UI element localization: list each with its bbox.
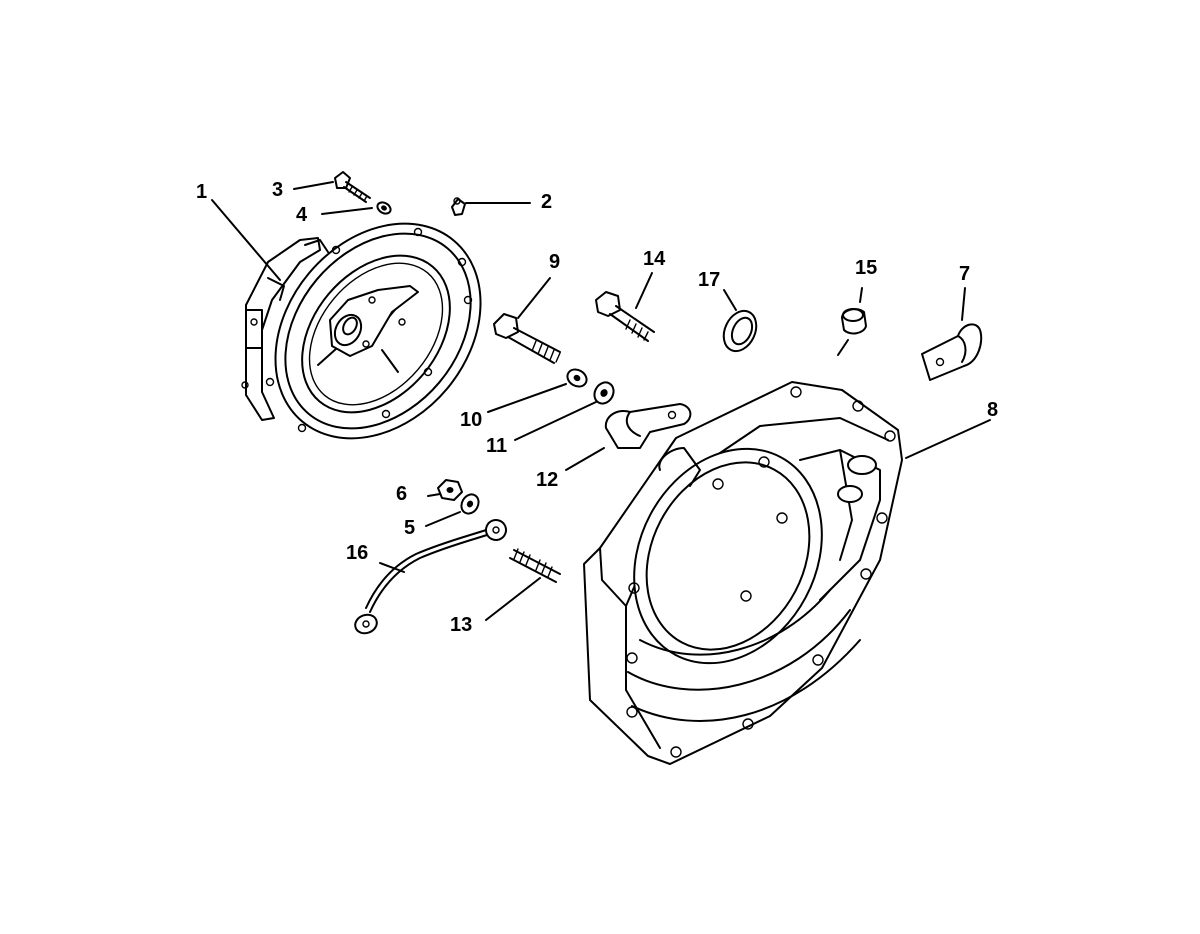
callout-9: 9	[549, 251, 560, 273]
callout-16: 16	[346, 542, 368, 564]
part-5-washer	[460, 493, 480, 515]
part-8-flywheel-housing	[583, 381, 903, 765]
callout-6: 6	[396, 483, 407, 505]
callout-2: 2	[541, 191, 552, 213]
callout-14: 14	[643, 248, 666, 270]
part-3-bolt	[334, 171, 371, 203]
part-9-bolt	[493, 313, 561, 364]
callout-13: 13	[450, 614, 472, 636]
callout-7: 7	[959, 263, 970, 285]
callout-4: 4	[296, 204, 308, 226]
part-10-lock-washer	[566, 368, 588, 388]
part-7-bracket	[921, 323, 983, 381]
part-16-ground-strap	[354, 519, 507, 635]
callout-5: 5	[404, 517, 415, 539]
part-14-bolt	[595, 291, 655, 342]
callout-11: 11	[486, 435, 507, 457]
part-17-seal	[722, 309, 758, 353]
part-13-stud	[509, 548, 561, 583]
callout-12: 12	[536, 469, 558, 491]
part-2-fitting	[451, 197, 466, 216]
callout-1: 1	[196, 181, 207, 203]
callout-3: 3	[272, 179, 283, 201]
part-15-plug	[841, 308, 867, 335]
part-1-adapter-housing	[241, 222, 482, 440]
part-6-nut	[437, 479, 463, 501]
callout-10: 10	[460, 409, 482, 431]
leader-lines	[211, 181, 991, 621]
callout-8: 8	[987, 399, 998, 421]
callout-17: 17	[698, 269, 720, 291]
callout-labels: 1 2 3 4 5 6 7 8 9 10 11 12 13 14 15 16 1…	[196, 179, 998, 636]
part-4-washer	[376, 201, 392, 215]
part-12-clip	[604, 403, 692, 449]
callout-15: 15	[855, 257, 877, 279]
part-11-washer	[593, 381, 615, 405]
